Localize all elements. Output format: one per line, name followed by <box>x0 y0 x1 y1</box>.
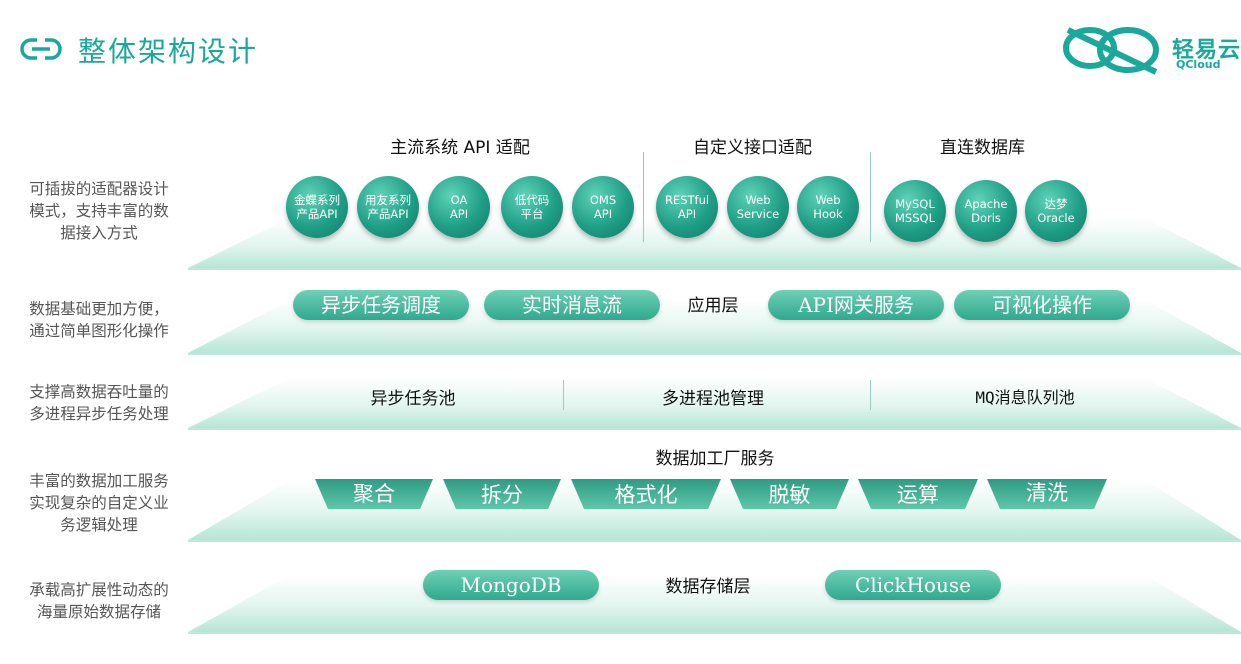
adapter-kingdee: 金蝶系列 产品API <box>286 176 348 238</box>
factory-item-aggregate: 聚合 <box>353 482 395 506</box>
storage-layer-label: 数据存储层 <box>665 577 751 597</box>
process-divider <box>563 380 564 410</box>
adapter-restful: RESTful API <box>656 176 718 238</box>
factory-item-mask: 脱敏 <box>768 483 811 507</box>
app-pill-visual-ops: 可视化操作 <box>954 290 1130 320</box>
app-pill-realtime-stream: 实时消息流 <box>484 290 660 320</box>
side-label-factory: 丰富的数据加工服务 实现复杂的自定义业 务逻辑处理 <box>29 472 169 534</box>
logo-subtext: QCloud <box>1176 58 1221 71</box>
adapter-yonyou: 用友系列 产品API <box>357 176 419 238</box>
adapter-webhook: Web Hook <box>797 176 859 238</box>
app-layer-label: 应用层 <box>687 296 739 316</box>
factory-item-compute: 运算 <box>897 483 939 507</box>
factory-item-split: 拆分 <box>481 483 523 507</box>
adapter-dameng-oracle: 达梦 Oracle <box>1025 180 1087 242</box>
adapter-doris: Apache Doris <box>955 180 1017 242</box>
factory-shape-compute <box>858 479 978 509</box>
adapter-lowcode: 低代码 平台 <box>501 176 563 238</box>
adapter-oms: OMS API <box>572 176 634 238</box>
qcloud-logo-icon <box>1063 27 1159 75</box>
section-label-custom-interface: 自定义接口适配 <box>693 138 812 158</box>
section-divider <box>870 152 871 242</box>
factory-shape-aggregate <box>315 479 433 509</box>
side-label-process: 支撑高数据吞吐量的 多进程异步任务处理 <box>29 383 169 423</box>
adapter-oa: OA API <box>428 176 490 238</box>
factory-layer-label: 数据加工厂服务 <box>655 449 775 469</box>
section-divider <box>643 152 644 242</box>
factory-shape-clean <box>987 479 1107 509</box>
app-pill-async-scheduling: 异步任务调度 <box>293 290 469 320</box>
storage-pill-mongodb: MongoDB <box>423 570 599 600</box>
side-label-adapter: 可插拔的适配器设计 模式，支持丰富的数 据接入方式 <box>29 180 169 242</box>
adapter-mysql-mssql: MySQL MSSQL <box>884 180 946 242</box>
app-pill-api-gateway: API网关服务 <box>768 290 944 320</box>
factory-shape-mask <box>730 479 849 509</box>
link-icon <box>20 37 62 61</box>
section-label-direct-db: 直连数据库 <box>940 138 1025 158</box>
logo-text: 轻易云 <box>1172 38 1241 63</box>
section-label-mainstream-api: 主流系统 API 适配 <box>390 138 530 158</box>
factory-shape-split <box>443 479 561 509</box>
page-title: 整体架构设计 <box>78 35 259 68</box>
factory-item-format: 格式化 <box>614 483 678 507</box>
storage-pill-clickhouse: ClickHouse <box>825 570 1001 600</box>
process-async-pool: 异步任务池 <box>370 389 456 409</box>
process-multiprocess-mgmt: 多进程池管理 <box>662 389 764 409</box>
side-label-app: 数据基础更加方便， 通过简单图形化操作 <box>29 300 169 340</box>
factory-shape-format <box>571 479 721 509</box>
adapter-webservice: Web Service <box>727 176 789 238</box>
side-label-storage: 承载高扩展性动态的 海量原始数据存储 <box>29 581 169 621</box>
process-divider <box>870 380 871 410</box>
process-mq-pool: MQ消息队列池 <box>975 388 1075 407</box>
factory-item-clean: 清洗 <box>1026 481 1068 505</box>
